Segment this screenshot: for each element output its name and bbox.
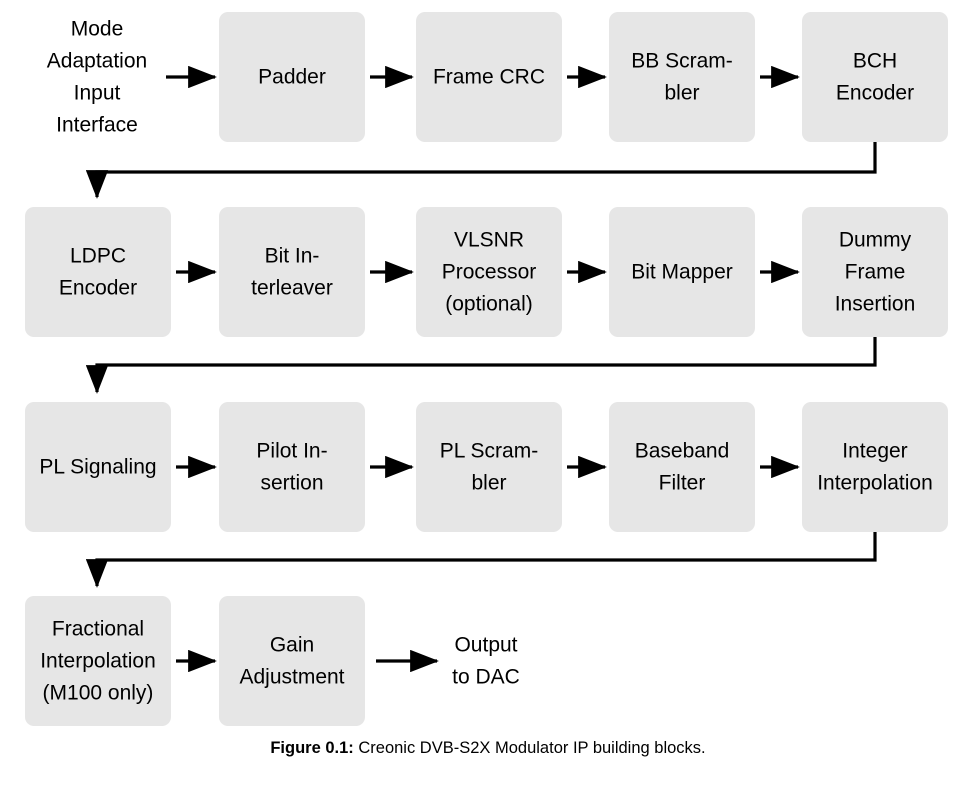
figure-caption-prefix: Figure 0.1: — [270, 739, 354, 757]
node-label-line: (M100 only) — [43, 682, 154, 705]
node-label-line: Adaptation — [47, 50, 147, 73]
node-label-line: BCH — [853, 50, 897, 73]
block-box — [25, 207, 171, 337]
node-integer-interpolation: Integer Interpolation — [802, 402, 948, 532]
block-box — [25, 596, 171, 726]
node-label-line: (optional) — [445, 293, 533, 316]
node-bit-interleaver: Bit In- terleaver — [219, 207, 365, 337]
node-label-line: Frame CRC — [433, 66, 545, 89]
node-gain-adjustment: Gain Adjustment — [219, 596, 365, 726]
block-box — [416, 12, 562, 142]
node-label-line: BB Scram- — [631, 50, 733, 73]
node-label-line: Interface — [56, 114, 138, 137]
node-label-line: Integer — [842, 440, 907, 463]
node-vlsnr-processor: VLSNR Processor (optional) — [416, 207, 562, 337]
wrap-connector-row2-to-row3 — [85, 337, 877, 394]
node-fractional-interpolation: Fractional Interpolation (M100 only) — [25, 596, 171, 726]
node-label-line: bler — [471, 472, 506, 495]
node-label-line: VLSNR — [454, 229, 524, 252]
node-label-line: Frame — [845, 261, 906, 284]
node-label-line: Baseband — [635, 440, 730, 463]
flow-diagram-svg: Mode Adaptation Input Interface Padder F… — [25, 12, 948, 726]
node-pl-signaling: PL Signaling — [25, 402, 171, 532]
block-box — [219, 402, 365, 532]
node-label-line: Interpolation — [40, 650, 156, 673]
block-box — [25, 402, 171, 532]
node-pl-scrambler: PL Scram- bler — [416, 402, 562, 532]
node-label-line: Gain — [270, 634, 314, 657]
node-pilot-insertion: Pilot In- sertion — [219, 402, 365, 532]
node-label-line: LDPC — [70, 245, 126, 268]
node-label-line: Dummy — [839, 229, 912, 252]
block-box — [802, 12, 948, 142]
block-box — [219, 596, 365, 726]
block-box — [802, 402, 948, 532]
node-baseband-filter: Baseband Filter — [609, 402, 755, 532]
wrap-connector-row1-to-row2 — [85, 142, 877, 199]
node-label-line: to DAC — [452, 666, 520, 689]
node-label-line: bler — [664, 82, 699, 105]
block-box — [219, 12, 365, 142]
node-label-line: Encoder — [59, 277, 137, 300]
node-bit-mapper: Bit Mapper — [609, 207, 755, 337]
block-box — [609, 12, 755, 142]
node-ldpc-encoder: LDPC Encoder — [25, 207, 171, 337]
wrap-connector-row3-to-row4 — [85, 532, 877, 588]
node-label-line: PL Scram- — [440, 440, 538, 463]
node-padder: Padder — [219, 12, 365, 142]
node-label-line: Encoder — [836, 82, 914, 105]
node-label-line: sertion — [260, 472, 323, 495]
node-bb-scrambler: BB Scram- bler — [609, 12, 755, 142]
node-label-line: Insertion — [835, 293, 916, 316]
block-box — [416, 402, 562, 532]
node-frame-crc: Frame CRC — [416, 12, 562, 142]
block-box — [219, 207, 365, 337]
node-label-line: Mode — [71, 18, 124, 41]
figure-caption-text: Creonic DVB-S2X Modulator IP building bl… — [358, 739, 706, 757]
node-label-line: Bit In- — [265, 245, 320, 268]
node-label-line: Interpolation — [817, 472, 933, 495]
node-label-line: Fractional — [52, 618, 144, 641]
node-label-line: Filter — [659, 472, 706, 495]
figure-caption: Figure 0.1: Creonic DVB-S2X Modulator IP… — [0, 738, 976, 759]
node-mode-adaptation-input-interface: Mode Adaptation Input Interface — [47, 18, 147, 137]
block-box — [802, 207, 948, 337]
node-dummy-frame-insertion: Dummy Frame Insertion — [802, 207, 948, 337]
node-output-to-dac: Output to DAC — [452, 634, 520, 689]
block-box — [416, 207, 562, 337]
node-label-line: Output — [454, 634, 517, 657]
node-label-line: Adjustment — [239, 666, 344, 689]
node-label-line: Bit Mapper — [631, 261, 733, 284]
node-label-line: Input — [74, 82, 121, 105]
node-label-line: terleaver — [251, 277, 333, 300]
node-label-line: Processor — [442, 261, 537, 284]
node-label-line: PL Signaling — [39, 456, 156, 479]
node-bch-encoder: BCH Encoder — [802, 12, 948, 142]
node-label-line: Padder — [258, 66, 326, 89]
node-label-line: Pilot In- — [256, 440, 327, 463]
block-box — [609, 402, 755, 532]
block-box — [609, 207, 755, 337]
